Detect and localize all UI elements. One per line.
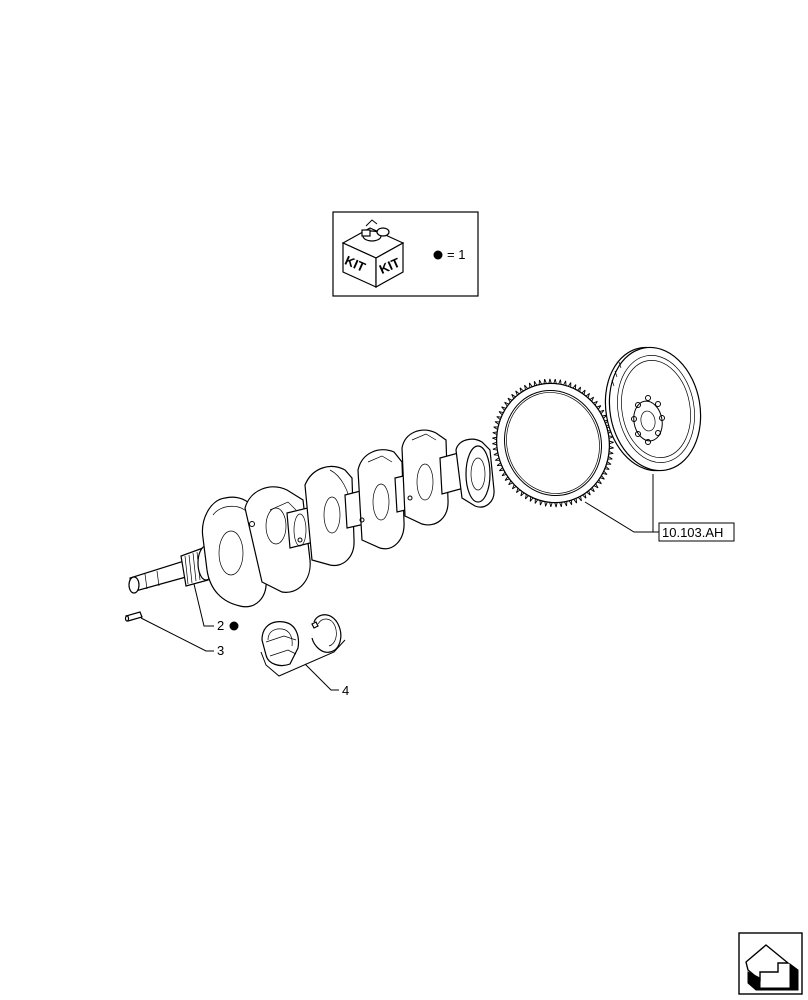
bearing-set xyxy=(261,614,342,667)
reference-link[interactable]: 10.103.AH xyxy=(658,522,735,542)
kit-box-icon: KIT KIT xyxy=(341,219,405,289)
callout-3: 3 xyxy=(217,643,224,658)
kit-legend: KIT KIT = 1 xyxy=(332,211,479,297)
gear-teeth xyxy=(492,378,614,508)
kit-dot-icon xyxy=(229,621,239,631)
flywheel xyxy=(604,346,702,472)
reference-label[interactable]: 10.103.AH xyxy=(662,525,723,540)
reference-frame[interactable] xyxy=(658,522,735,542)
legend-equals-text: = 1 xyxy=(447,247,465,262)
dowel-pin xyxy=(124,611,143,622)
next-page-arrow-icon[interactable] xyxy=(738,932,803,995)
gear-tooth-profile xyxy=(492,378,614,508)
crankshaft xyxy=(128,429,495,608)
callout-4: 4 xyxy=(342,683,349,698)
flywheel-bolt-holes xyxy=(631,395,665,445)
callout-2: 2 xyxy=(217,618,224,633)
kit-dot-icon xyxy=(433,250,443,260)
ring-gear xyxy=(492,378,614,508)
leader-lines xyxy=(140,474,659,691)
